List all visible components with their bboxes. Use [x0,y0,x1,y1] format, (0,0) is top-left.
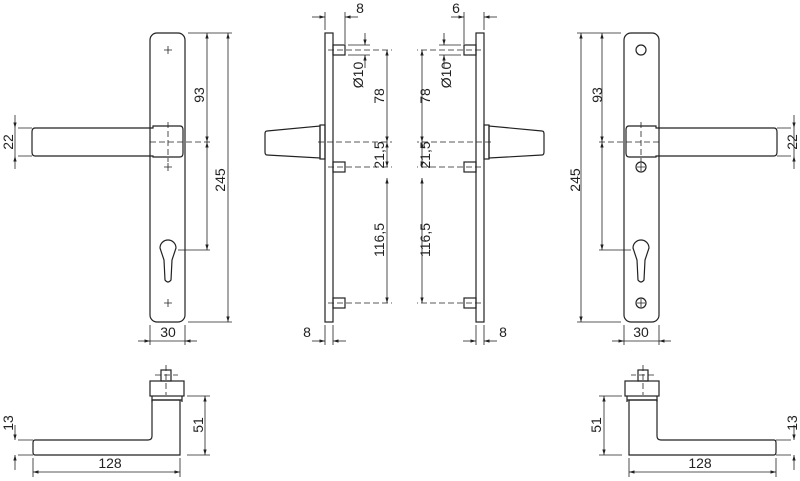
dim-pin-diameter: Ø10 [350,62,366,89]
backplate [149,32,186,323]
dim-projection: 51 [190,417,206,433]
dim-lever-to-pin: 21,5 [371,141,387,168]
dim-pin-diameter: Ø10 [438,62,454,89]
dim-plate-width: 30 [160,324,176,340]
dim-lever-length: 128 [98,455,122,471]
screw-cross-icons [164,46,172,307]
dim-handle-height: 22 [0,134,16,150]
dim-lower-spacing: 116,5 [417,223,433,257]
dim-upper-spacing: 78 [417,88,433,104]
center-line [150,122,210,162]
rose [149,380,185,397]
dim-handle-height: 22 [784,134,800,150]
dim-lever-to-pin: 21,5 [417,141,433,168]
handle-stub [264,125,321,159]
dim-plate-length: 245 [567,168,583,192]
right-screw-holes [635,44,647,309]
side-view [264,12,392,345]
dim-lever-to-key: 93 [191,87,207,103]
dim-pin-offset: 6 [452,0,460,16]
lever-handle [31,125,184,158]
left-handle-set [13,12,392,477]
screw-hole-icon [635,44,647,56]
dim-projection: 51 [588,417,604,433]
dim-lever-to-key: 93 [589,87,605,103]
top-view [13,365,210,477]
dim-lower-spacing: 116,5 [371,223,387,257]
screw-hole-icon [635,297,647,309]
dim-lever-length: 128 [688,455,712,471]
dim-plate-width: 30 [633,324,649,340]
dim-bar-thickness: 13 [784,415,800,431]
dim-plate-length: 245 [212,168,228,192]
keyhole-icon [159,239,177,283]
dim-bar-thickness: 13 [0,415,16,431]
dim-pin-offset: 8 [356,0,364,16]
plate-edge [324,32,334,323]
screw-hole-icon [635,161,647,173]
dim-plate-thickness: 8 [303,324,311,340]
lever-top [32,399,181,456]
front-view [13,32,232,345]
dim-plate-thickness: 8 [499,324,507,340]
right-handle-set [417,12,794,477]
dim-upper-spacing: 78 [371,88,387,104]
